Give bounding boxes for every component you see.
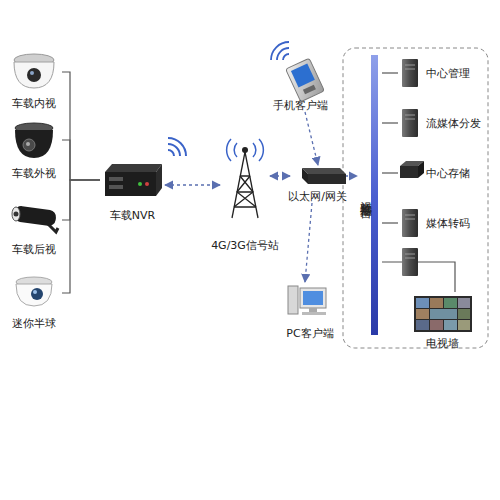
- node-label: 中心管理: [426, 67, 470, 80]
- network-link: [270, 175, 290, 176]
- node-label: 车载NVR: [110, 209, 155, 222]
- server-node: 流媒体分发: [398, 112, 485, 134]
- cable-link: [382, 222, 398, 223]
- node-label: PC客户端: [286, 327, 333, 340]
- mini-dome-camera: [16, 277, 52, 306]
- node-label: 车载内视: [12, 97, 56, 110]
- cable-link: [62, 180, 100, 220]
- gateway-device: [302, 168, 346, 184]
- camera-node: 车载后视: [6, 198, 62, 256]
- network-link: [305, 112, 318, 165]
- node-label: 车载外视: [12, 167, 56, 180]
- cable-link: [382, 122, 398, 123]
- cable-link: [382, 262, 455, 292]
- node-label: 迷你半球: [12, 317, 56, 330]
- signal-tower: [227, 139, 264, 218]
- node-label: 4G/3G信号站: [211, 239, 279, 252]
- cable-link: [62, 72, 100, 180]
- storage-node: 中心存储: [398, 162, 485, 184]
- wireless-symbol: [168, 138, 186, 156]
- tv-wall-node: 电视墙: [410, 292, 475, 350]
- cable-link: [382, 172, 398, 173]
- phone-client: [286, 58, 325, 102]
- camera-node: 车载内视: [6, 48, 62, 110]
- cable-link: [62, 180, 100, 293]
- cable-link: [62, 140, 100, 180]
- network-link: [165, 184, 220, 185]
- cable-link: [382, 72, 398, 73]
- network-link: [345, 175, 357, 176]
- server-node: 中心管理: [398, 62, 485, 84]
- camera-node: 迷你半球: [6, 268, 62, 330]
- network-link: [305, 203, 312, 282]
- node-label: 电视墙: [426, 337, 459, 350]
- node-label: 以太网/网关: [288, 190, 347, 203]
- gateway-node: 以太网/网关: [290, 165, 345, 203]
- node-label: 媒体转码: [426, 217, 470, 230]
- tower-node: 4G/3G信号站: [220, 140, 270, 252]
- node-label: 车载后视: [12, 243, 56, 256]
- tv-wall: [414, 296, 472, 332]
- nvr-device: [105, 164, 162, 196]
- phone-node: 手机客户端: [270, 52, 330, 112]
- server-node: 媒体转码: [398, 212, 485, 234]
- nvr-node: 车载NVR: [100, 158, 165, 222]
- dome-camera: [14, 54, 54, 88]
- server-icons: [400, 59, 424, 276]
- dome-camera: [15, 123, 53, 158]
- pc-client: [288, 286, 326, 315]
- wireless-symbol: [271, 42, 289, 60]
- camera-node: 车载外视: [6, 118, 62, 180]
- bullet-camera: [12, 205, 58, 232]
- platform-bus-node: 视频监控平台: [357, 55, 382, 335]
- pc-node: PC客户端: [282, 282, 338, 340]
- node-label: 中心存储: [426, 167, 470, 180]
- node-label: 手机客户端: [273, 99, 328, 112]
- node-label: 流媒体分发: [426, 117, 481, 130]
- platform-frame: [343, 48, 488, 348]
- node-label: 视频监控平台: [357, 192, 374, 198]
